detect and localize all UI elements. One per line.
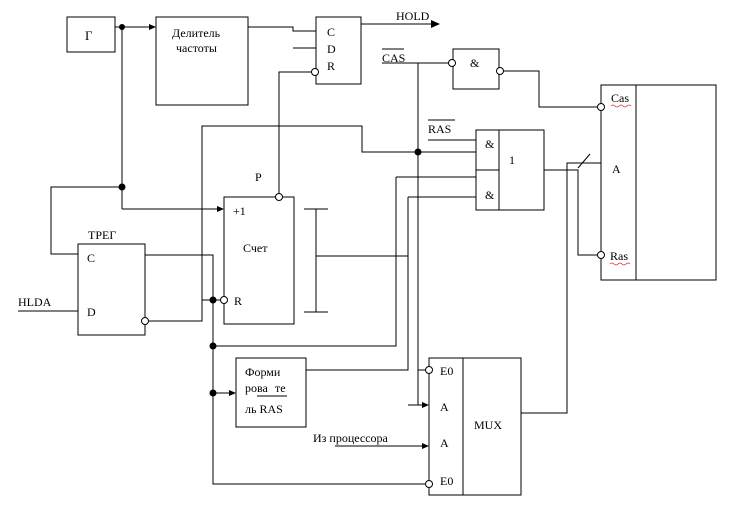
arrow-mux-a1 [422, 402, 429, 408]
bubble-latch-r [311, 68, 319, 76]
arrow-divider-in [149, 24, 156, 30]
latch-block [315, 16, 362, 85]
mem-ras-squiggle [609, 262, 631, 266]
wire-or-out [544, 169, 598, 256]
arrow-counter-in [217, 206, 224, 212]
mux-e0-bottom-label: E0 [440, 474, 453, 488]
trigger-title-label: ТРЕГ [88, 228, 116, 242]
counter-p-label: Р [255, 170, 262, 184]
hlda-label: HLDA [18, 295, 52, 309]
junction-mid [209, 342, 217, 350]
bubble-mem-ras [597, 251, 605, 259]
bubble-mux-e0-top [425, 366, 433, 374]
wire-trigger-c [50, 186, 122, 255]
mem-ras-label: Ras [610, 249, 628, 263]
former-label-2: рова [245, 381, 269, 395]
generator-block [66, 16, 116, 53]
frequency-divider-block [155, 16, 249, 106]
bubble-trigger-qbar [141, 317, 149, 325]
wire-cas-mem [503, 70, 598, 108]
mem-cas-squiggle [610, 104, 632, 108]
and-top-symbol: & [485, 137, 495, 151]
wire-cas-vertical [417, 62, 449, 405]
mux-a1-label: A [440, 400, 449, 414]
arrow-hold [431, 20, 440, 28]
bubble-counter-p [275, 193, 283, 201]
mem-cas-label: Cas [611, 91, 629, 105]
wire-feedback [201, 125, 476, 319]
junction-trigger [118, 183, 126, 191]
and-cas-symbol: & [470, 56, 480, 70]
former-label-4: ль RAS [245, 402, 283, 416]
counter-block [223, 196, 295, 325]
memory-block [600, 84, 717, 281]
latch-d-label: D [327, 42, 336, 56]
counter-plus1-label: +1 [233, 204, 246, 218]
wire-trigger-q [145, 254, 425, 485]
trigger-block [77, 243, 146, 336]
mux-e0-top-label: E0 [440, 364, 453, 378]
ras-former-block [235, 357, 307, 428]
mux-a2-label: A [440, 436, 449, 450]
wire-mux-out [521, 162, 601, 414]
and-bottom-symbol: & [485, 188, 495, 202]
hold-label: HOLD [396, 9, 430, 23]
bus-slash [577, 153, 591, 169]
counter-r-label: R [234, 294, 242, 308]
trigger-c-label: С [87, 251, 95, 265]
junction-and [414, 148, 422, 156]
mux-block [428, 357, 522, 496]
trigger-d-label: D [87, 305, 96, 319]
arrow-mux-a2 [422, 443, 429, 449]
or-symbol: 1 [509, 153, 515, 167]
wire-divider-latch [248, 26, 316, 32]
ras-label: RAS [428, 122, 451, 136]
mux-name-label: MUX [474, 418, 502, 432]
wire-former-out [306, 197, 409, 371]
wire-mid-node [213, 177, 397, 347]
latch-c-label: С [327, 25, 335, 39]
and-gate-cas [452, 48, 500, 90]
junction-former [209, 389, 217, 397]
junction-gen [119, 24, 125, 30]
cas-label: CAS [382, 51, 405, 65]
divider-label-1: Делитель [172, 26, 221, 40]
bubble-mux-e0-bottom [425, 480, 433, 488]
mem-a-label: A [612, 162, 621, 176]
latch-r-label: R [327, 59, 335, 73]
from-cpu-label: Из процессора [313, 431, 389, 445]
wire-trigger-qbar [149, 299, 220, 322]
divider-label-2: частоты [176, 41, 217, 55]
bubble-mem-cas [597, 103, 605, 111]
bubble-counter-r [220, 296, 228, 304]
counter-name-label: Счет [243, 241, 268, 255]
former-label-3: те [275, 381, 286, 395]
junction-reset [209, 296, 217, 304]
bubble-and-in [448, 59, 456, 67]
arrow-former-in [229, 390, 236, 396]
generator-label: Г [85, 28, 93, 43]
bubble-and-out [496, 67, 504, 75]
wire-counter-p [278, 71, 312, 197]
former-label-1: Форми [245, 365, 281, 379]
